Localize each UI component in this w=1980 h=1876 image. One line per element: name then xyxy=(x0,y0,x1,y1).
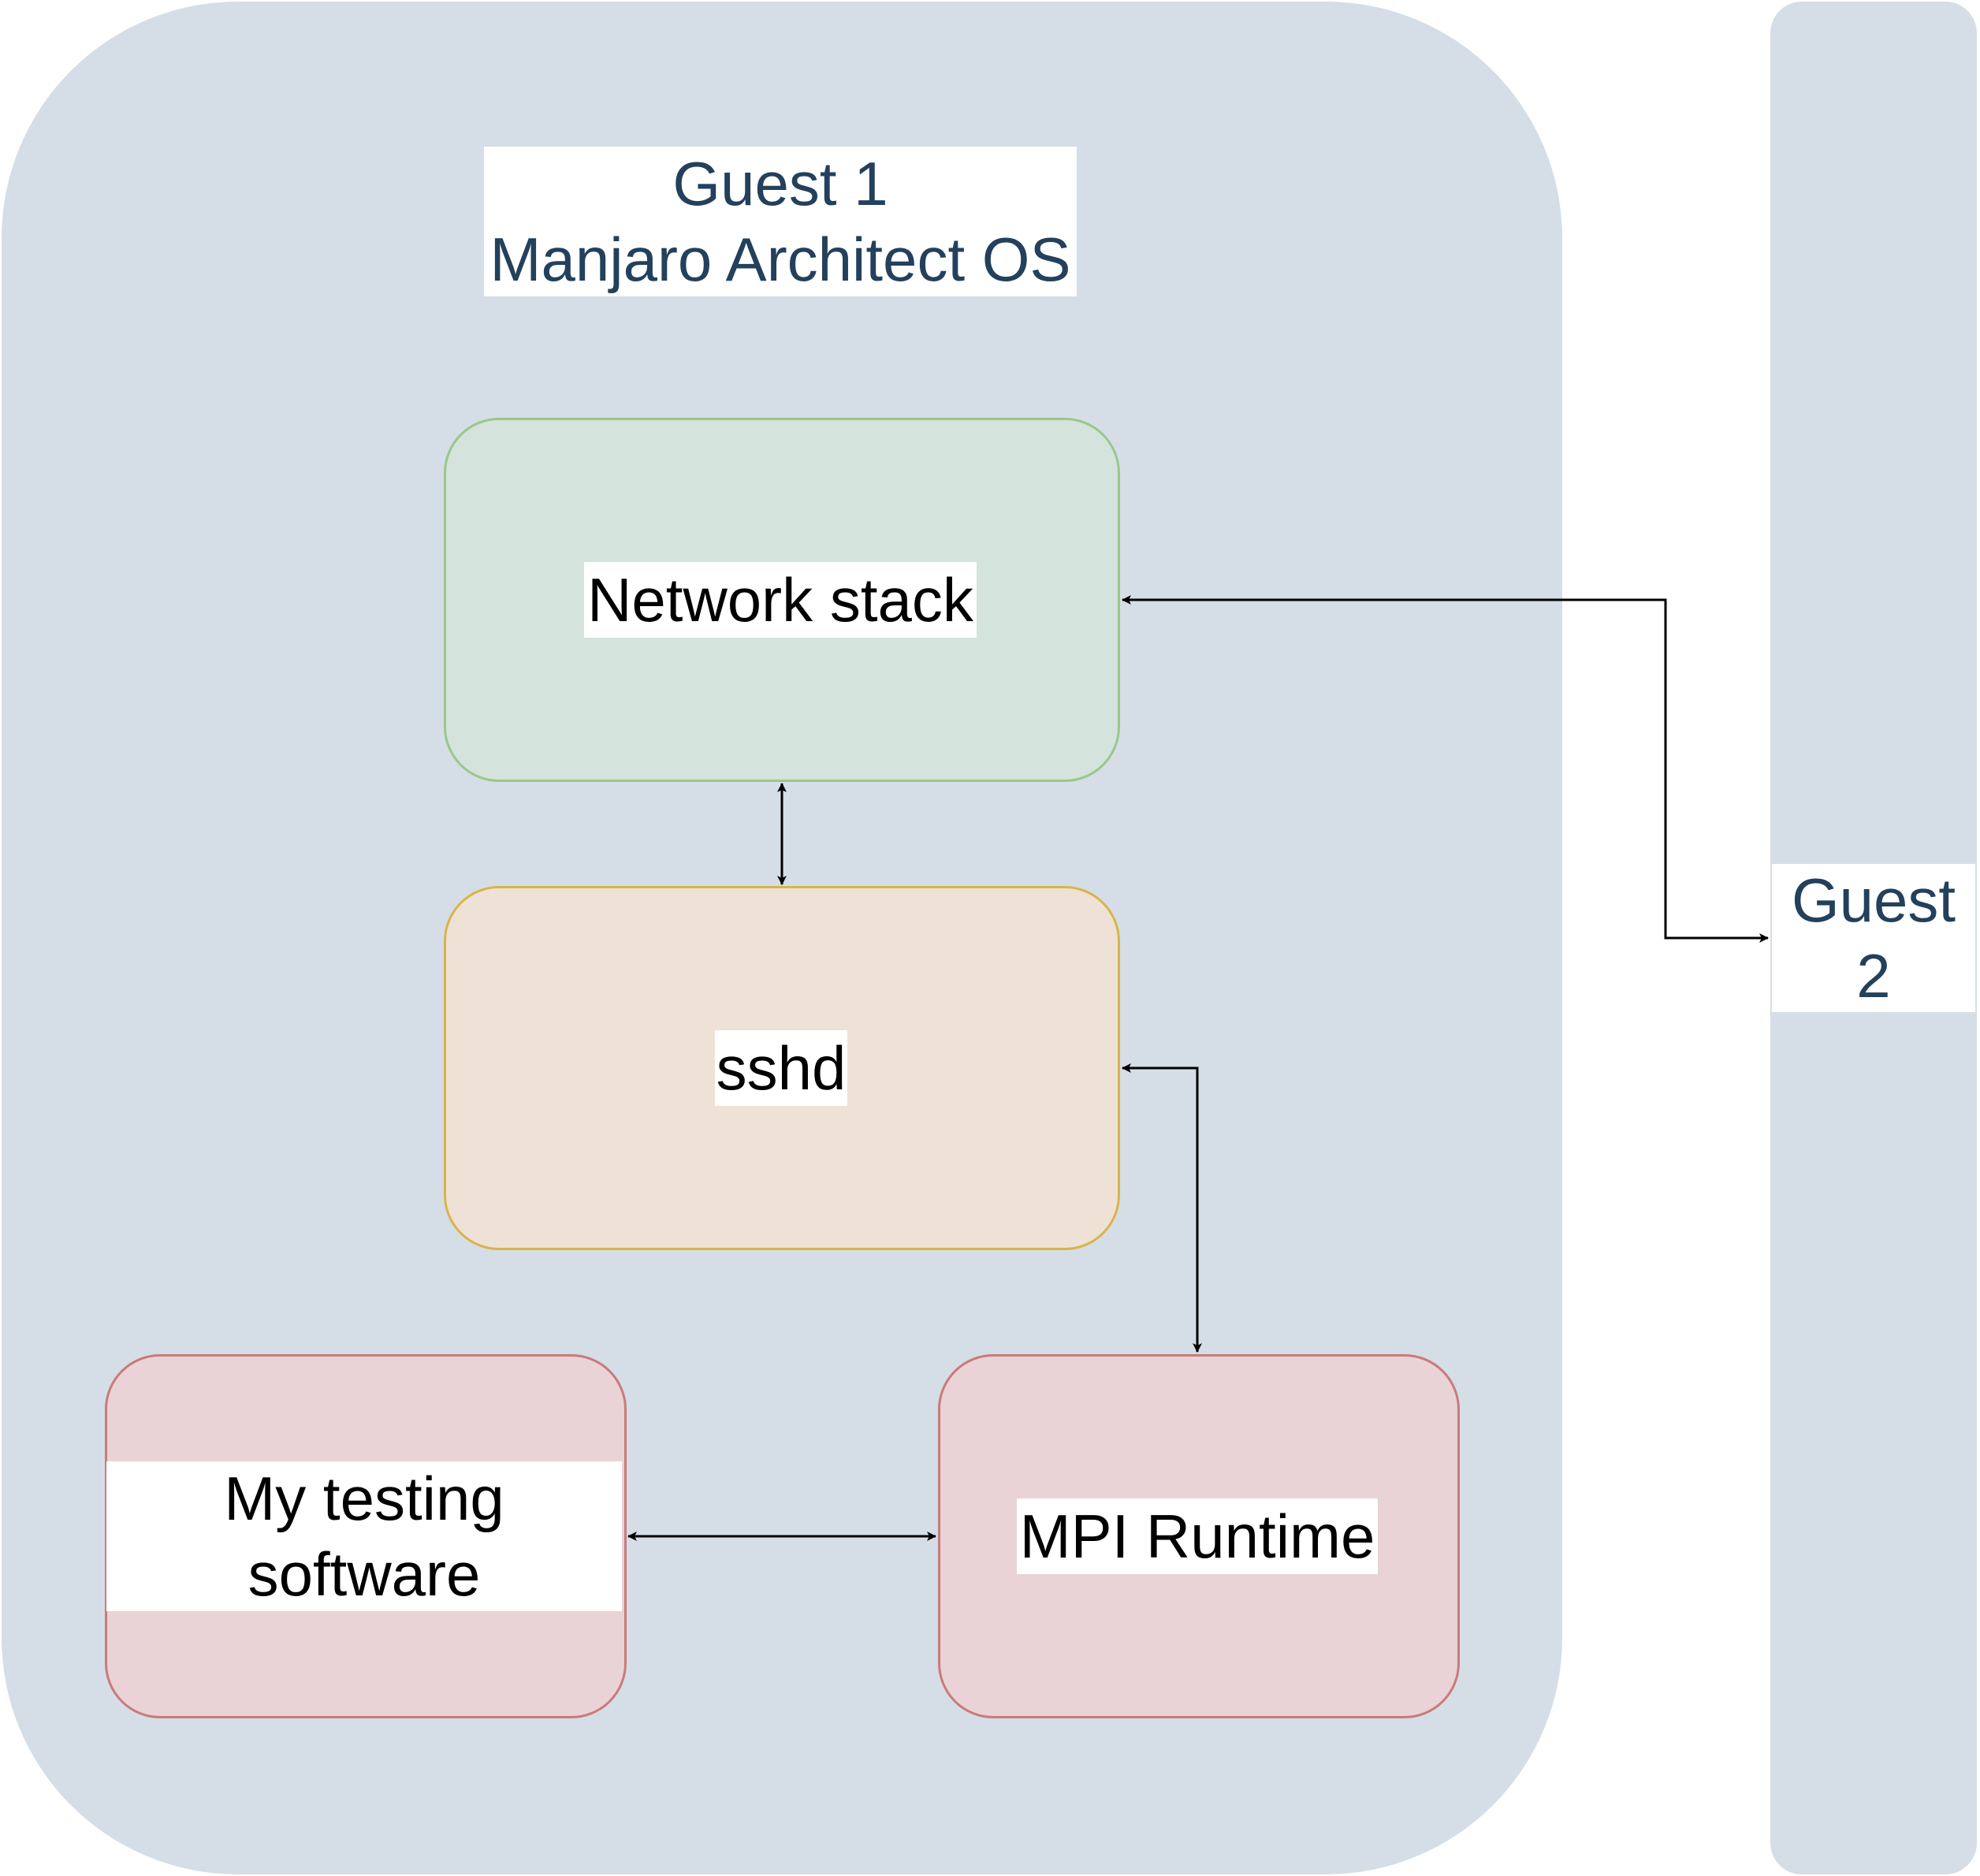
guest1-title-line: Guest 1 xyxy=(672,149,888,218)
guest2-title: Guest 2 xyxy=(1772,864,1975,1012)
testing-software-label: My testing software xyxy=(106,1461,622,1611)
sshd-label: sshd xyxy=(715,1030,847,1106)
mpi-runtime-text: MPI Runtime xyxy=(1019,1502,1375,1571)
guest2-title-line: Guest xyxy=(1791,865,1956,935)
guest2-title-number: 2 xyxy=(1856,941,1891,1011)
testing-software-line-2: software xyxy=(248,1539,481,1609)
sshd-text: sshd xyxy=(716,1033,847,1103)
network-stack-label: Network stack xyxy=(584,562,977,638)
testing-software-line-1: My testing xyxy=(224,1464,504,1533)
guest1-title: Guest 1 Manjaro Architect OS xyxy=(484,147,1077,296)
network-stack-node xyxy=(444,418,1120,782)
mpi-runtime-label: MPI Runtime xyxy=(1017,1498,1378,1574)
network-stack-text: Network stack xyxy=(587,565,973,635)
guest1-subtitle-line: Manjaro Architect OS xyxy=(489,225,1071,294)
